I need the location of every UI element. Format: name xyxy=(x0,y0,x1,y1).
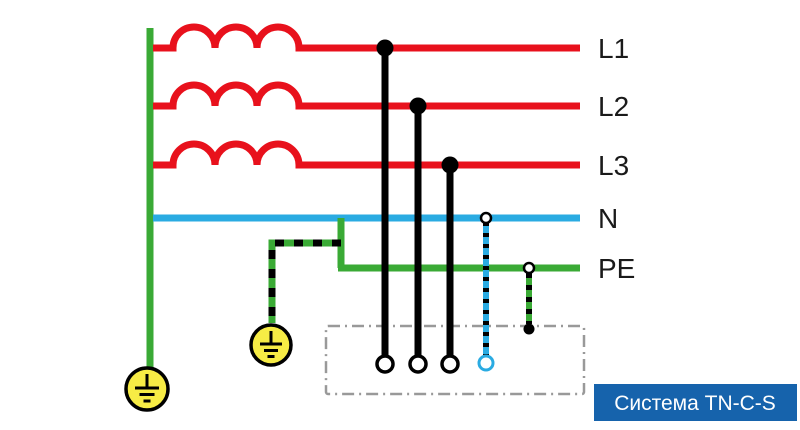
winding-and-line-l3 xyxy=(153,140,580,169)
label-l1: L1 xyxy=(598,33,629,64)
tap-dot-l3 xyxy=(441,156,459,174)
earth-bars-pen xyxy=(260,331,282,358)
consumer-outline-box xyxy=(324,324,586,396)
label-pe: PE xyxy=(598,253,635,284)
label-n: N xyxy=(598,203,618,234)
tap-dot-l2 xyxy=(409,97,427,115)
system-title-box xyxy=(594,384,797,421)
load-feed-l2 xyxy=(408,97,428,374)
label-l2: L2 xyxy=(598,91,629,122)
load-feed-l3 xyxy=(440,156,460,374)
system-title-plate: Система TN-C-S xyxy=(594,384,797,421)
load-terminal-l3 xyxy=(440,354,460,374)
neutral-terminal xyxy=(477,354,495,372)
system-title: Система TN-C-S xyxy=(614,392,776,415)
pen-earthing-conductor xyxy=(268,239,341,323)
pen-conductor-base xyxy=(268,239,341,323)
label-l3: L3 xyxy=(598,150,629,181)
neutral-tap-circle xyxy=(479,211,493,225)
winding-and-line-l2 xyxy=(153,81,580,110)
pe-tap-circle xyxy=(522,261,536,275)
pen-conductor-stripes xyxy=(268,239,341,323)
earth-ground-icon-pen xyxy=(249,323,293,367)
consumer-pe-drop xyxy=(522,261,536,335)
winding-and-line-l1 xyxy=(153,23,580,52)
consumer-neutral-drop xyxy=(477,211,495,372)
load-terminal-l2 xyxy=(408,354,428,374)
earth-ground-icon-source xyxy=(124,366,170,412)
earth-bars-source xyxy=(135,374,159,403)
tap-dot-l1 xyxy=(376,39,394,57)
load-feed-l1 xyxy=(375,39,395,374)
load-terminal-l1 xyxy=(375,354,395,374)
pe-drop-end-dot xyxy=(523,323,535,335)
